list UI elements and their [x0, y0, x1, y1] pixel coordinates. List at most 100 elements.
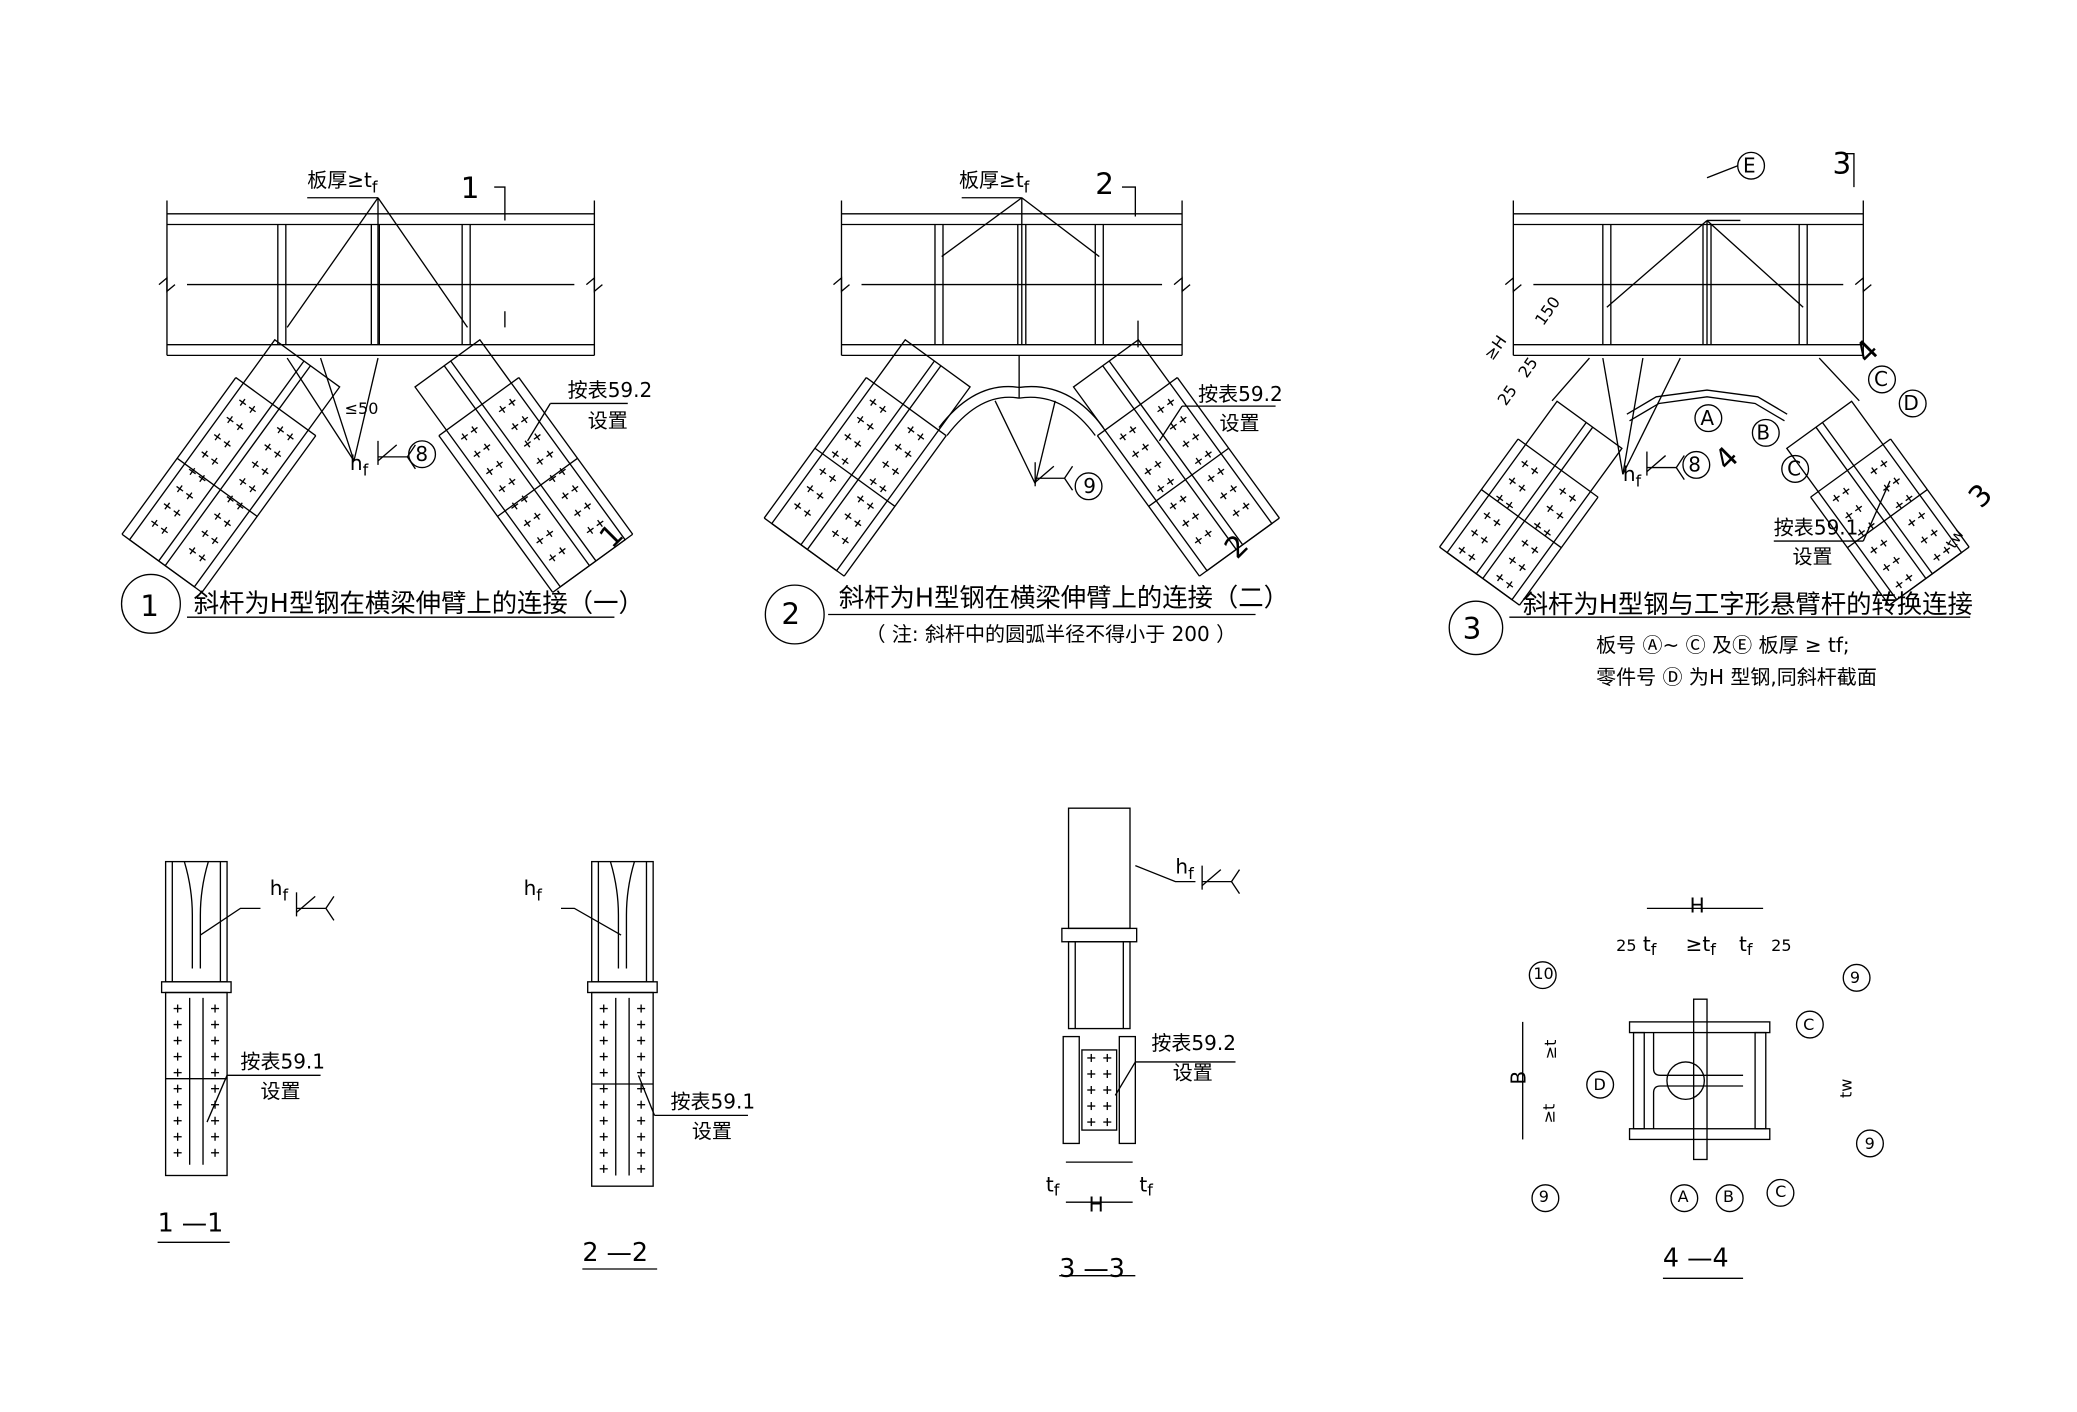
- splice-plate: [201, 435, 317, 593]
- dimension-b: B: [1506, 1071, 1530, 1085]
- bolt-mark: [1533, 522, 1542, 529]
- part-circle: [1855, 1129, 1884, 1158]
- leader-line: [286, 197, 379, 328]
- bolt-mark: [1508, 557, 1517, 564]
- dimension-25: 25: [1771, 936, 1791, 955]
- bolt-note: 设置: [692, 1119, 732, 1143]
- section-title: 2 —2: [582, 1237, 648, 1267]
- splice-plate: [121, 377, 237, 535]
- dimension-25: 25: [1494, 381, 1521, 409]
- bolt-mark: [520, 496, 529, 502]
- splice-edge: [438, 377, 520, 437]
- leader-line: [637, 1075, 656, 1116]
- bolt-mark: [831, 530, 840, 537]
- splice-plate: [1439, 438, 1519, 548]
- bolt-mark: [188, 468, 196, 475]
- bolt-mark: [574, 510, 582, 517]
- weld-symbol: [1201, 869, 1222, 887]
- weld-symbol: [1034, 465, 1055, 483]
- splice-edge: [235, 377, 317, 437]
- gap-dimension: ≤50: [345, 399, 379, 418]
- part-label-c: C: [1787, 457, 1801, 481]
- detail-note: 板号 Ⓐ~ Ⓒ 及Ⓔ 板厚 ≥ tf;: [1596, 633, 1849, 657]
- bolt-mark: [508, 478, 516, 485]
- curved-plate: [946, 396, 1096, 436]
- weld-tail: [325, 895, 335, 921]
- bolt-mark: [844, 513, 852, 520]
- splice-edge: [1517, 438, 1599, 498]
- section-mark-4: 4: [1848, 333, 1885, 370]
- web-plate-a: [1692, 998, 1708, 1161]
- section-mark-4: 4: [1708, 440, 1745, 477]
- bolt-mark: [1229, 485, 1237, 492]
- bolt-mark: [916, 433, 925, 440]
- bolt-mark: [1508, 478, 1516, 484]
- curved-plate: [938, 385, 1104, 428]
- bolt-mark: [1892, 557, 1900, 564]
- plate-thickness-label: 板厚≥tf: [307, 168, 378, 196]
- bolt-mark: [473, 451, 481, 458]
- splice-plate: [1890, 438, 1970, 548]
- bolt-mark: [536, 537, 544, 544]
- bolt-mark: [1169, 503, 1177, 509]
- bolted-splice: [591, 991, 654, 1187]
- detail-2-left-brace: [763, 338, 972, 577]
- splice-edge: [1846, 489, 1928, 549]
- part-label-a: A: [1700, 406, 1714, 430]
- side-plate: [1632, 1031, 1645, 1130]
- leader-line: [377, 197, 469, 328]
- bolt-mark: [261, 468, 269, 475]
- splice-edge: [814, 447, 896, 507]
- part-circle: [1898, 389, 1927, 418]
- bolt-mark: [176, 485, 184, 492]
- bolt-note: 设置: [260, 1079, 300, 1103]
- bolt-mark: [1920, 537, 1928, 543]
- bolt-mark: [495, 461, 503, 468]
- bolt-note: 按表59.2: [568, 378, 653, 402]
- bolt-mark: [251, 461, 259, 468]
- section-title: 1 —1: [158, 1208, 224, 1238]
- cantilever-part: [1067, 941, 1131, 1030]
- bolt-mark: [866, 503, 874, 509]
- splice-edge: [1888, 546, 1970, 606]
- bolt-mark: [1546, 505, 1554, 512]
- dimension-gtf: ≥t: [1541, 1040, 1560, 1060]
- bolt-mark: [460, 433, 469, 440]
- web-line: [609, 861, 620, 969]
- bolt-mark: [223, 441, 231, 447]
- bolt-note: 设置: [1792, 545, 1832, 569]
- bolt-mark: [1892, 478, 1901, 484]
- flange-plate-c: [1628, 1128, 1771, 1141]
- bolt-mark: [1217, 468, 1225, 475]
- break-mark: [1504, 276, 1522, 293]
- bolt-mark: [844, 433, 852, 440]
- splice-edge: [1199, 517, 1280, 577]
- bolt-mark: [856, 496, 865, 502]
- bolt-mark: [1166, 478, 1175, 485]
- part-circle: [1766, 1178, 1795, 1207]
- bolt-mark: [239, 478, 247, 485]
- bolt-mark: [1845, 512, 1853, 519]
- dimension-h: H: [1089, 1193, 1104, 1217]
- bolt-mark: [1458, 547, 1466, 554]
- transition-plate: [1626, 389, 1788, 415]
- bolt-mark: [1169, 423, 1178, 430]
- bolt-mark: [1905, 495, 1913, 502]
- dimension-tf: tf: [1739, 932, 1753, 959]
- detail-3-beam: [1504, 200, 1872, 357]
- dimension-tf: tf: [1046, 1173, 1060, 1200]
- bolt-mark: [198, 475, 206, 482]
- splice-edge: [552, 533, 634, 593]
- detail-3-left-brace: [1439, 400, 1623, 606]
- section-3-column: [1061, 807, 1138, 1163]
- splice-plate: [1062, 1035, 1080, 1145]
- section-mark: 3: [1833, 147, 1852, 181]
- brace-web: [450, 360, 597, 562]
- leader-line: [1158, 405, 1183, 442]
- web-line: [199, 861, 210, 969]
- break-mark: [1173, 276, 1191, 293]
- detail-1-beam: [158, 200, 603, 357]
- leader-line: [1622, 357, 1681, 475]
- bolt-mark: [211, 458, 219, 465]
- bolt-mark: [816, 492, 824, 499]
